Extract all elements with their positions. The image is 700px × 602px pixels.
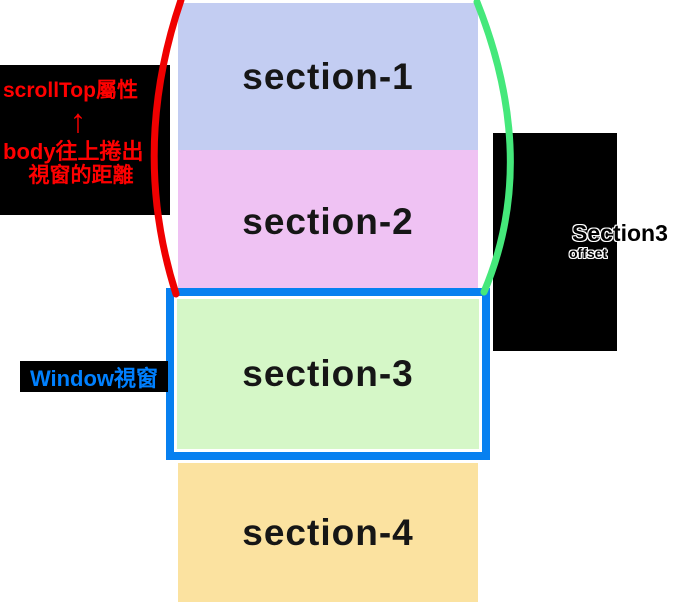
right-annotation-label-line1: Section3	[572, 220, 668, 246]
window-viewport-box: section-3	[166, 288, 490, 460]
scrolltop-annotation-box: scrollTop屬性 ↑ body往上捲出 視窗的距離	[0, 65, 170, 215]
scrolltop-explain-text-2: 視窗的距離	[28, 164, 134, 187]
section-1-label: section-1	[242, 55, 414, 97]
right-annotation-label-line2: offset	[569, 245, 608, 261]
section-2-label: section-2	[242, 200, 414, 242]
scrolltop-explain-text-1: body往上捲出	[3, 139, 144, 164]
section-3-block: section-3	[177, 299, 479, 449]
section-2-block: section-2	[178, 150, 478, 293]
window-label: Window視窗	[20, 361, 168, 392]
window-label-text: Window視窗	[29, 365, 159, 391]
scrolltop-attribute-text: scrollTop屬性	[3, 79, 138, 102]
section-3-label: section-3	[242, 353, 414, 394]
section-4-label: section-4	[242, 511, 414, 553]
up-arrow-icon: ↑	[69, 102, 87, 139]
section-4-block: section-4	[178, 463, 478, 602]
right-annotation-label: Section3 offset	[569, 220, 668, 261]
section-1-block: section-1	[178, 3, 478, 150]
